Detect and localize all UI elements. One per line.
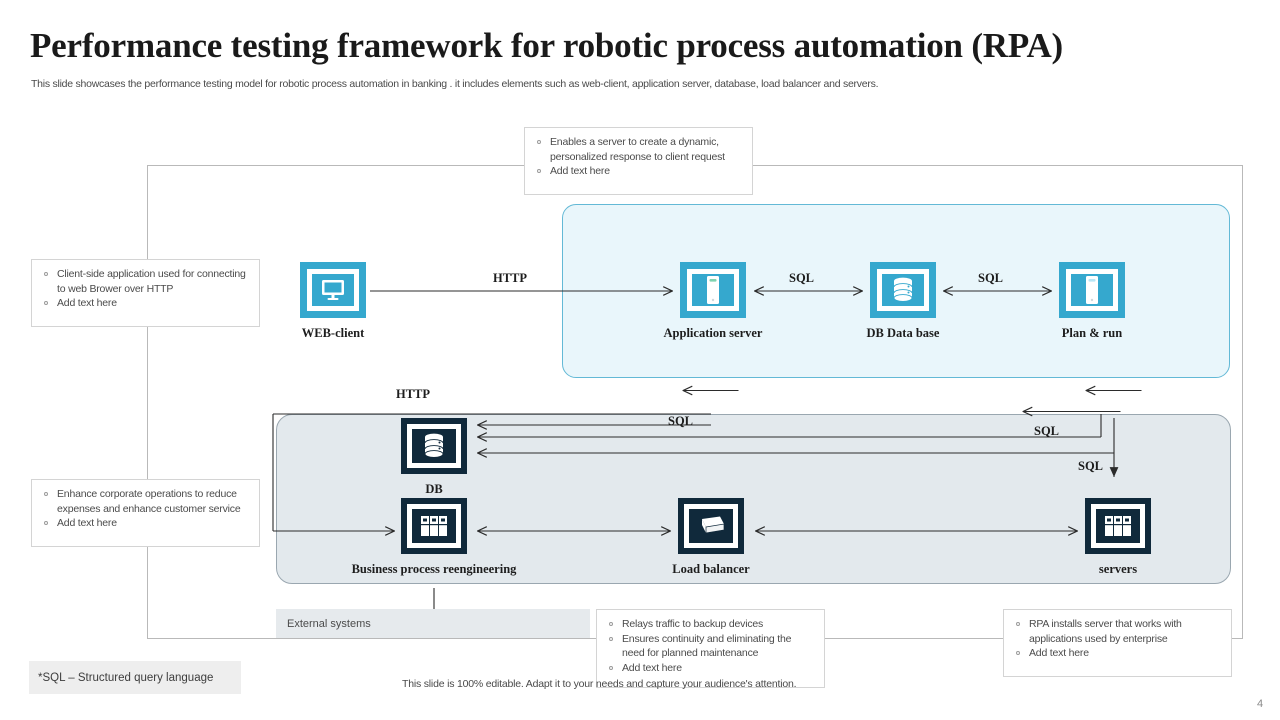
business-process-callout[interactable]: Enhance corporate operations to reduce e… xyxy=(31,479,260,547)
db-icon-box xyxy=(401,418,467,474)
database-icon xyxy=(893,277,913,302)
node-label-plan-run: Plan & run xyxy=(1061,326,1123,340)
node-label-load-balancer: Load balancer xyxy=(672,562,750,576)
plan-run-icon-box xyxy=(1059,262,1125,318)
callout-item: Relays traffic to backup devices xyxy=(605,617,814,632)
web-client-callout[interactable]: Client-side application used for connect… xyxy=(31,259,260,327)
server-tower-icon xyxy=(1086,276,1098,304)
callout-item: RPA installs server that works with appl… xyxy=(1012,617,1221,646)
load-balancer-icon xyxy=(702,516,725,534)
page-title: Performance testing framework for roboti… xyxy=(30,26,1063,65)
edge-label-http-bottom: HTTP xyxy=(396,387,431,401)
callout-item: Client-side application used for connect… xyxy=(40,267,249,296)
monitor-icon xyxy=(322,280,344,300)
db-database-icon-box xyxy=(870,262,936,318)
callout-item: Add text here xyxy=(605,661,814,676)
bpr-icon-box xyxy=(401,498,467,554)
node-label-db: DB xyxy=(425,482,443,496)
node-load-balancer[interactable]: Load balancer xyxy=(672,498,750,577)
node-db-database[interactable]: DB Data base xyxy=(867,262,939,341)
node-plan-run[interactable]: Plan & run xyxy=(1059,262,1125,341)
external-systems-label: External systems xyxy=(287,617,371,630)
node-db[interactable]: DB xyxy=(401,418,467,497)
footer-note: This slide is 100% editable. Adapt it to… xyxy=(402,678,797,690)
edge-label-sql-right: SQL xyxy=(1034,424,1060,438)
node-servers[interactable]: servers xyxy=(1085,498,1151,577)
web-client-icon-box xyxy=(300,262,366,318)
server-rack-icon xyxy=(421,516,447,536)
node-application-server[interactable]: Application server xyxy=(664,262,762,341)
node-web-client[interactable]: WEB-client xyxy=(300,262,366,341)
external-systems-strip: External systems xyxy=(276,609,590,638)
node-label-db-database: DB Data base xyxy=(866,326,940,340)
callout-item: Add text here xyxy=(40,516,249,531)
sql-footnote-label: *SQL – Structured query language xyxy=(38,671,214,684)
node-label-business-process-reengineering: Business process reengineering xyxy=(351,562,517,576)
database-icon xyxy=(424,433,444,458)
load-balancer-callout[interactable]: Relays traffic to backup devices Ensures… xyxy=(596,609,825,688)
node-business-process-reengineering[interactable]: Business process reengineering xyxy=(352,498,516,577)
edge-label-sql-down: SQL xyxy=(1078,459,1104,473)
application-server-callout[interactable]: Enables a server to create a dynamic, pe… xyxy=(524,127,753,195)
callout-item: Add text here xyxy=(533,164,742,179)
edge-label-sql-app-db: SQL xyxy=(789,271,815,285)
edge-label-sql-mid: SQL xyxy=(668,414,694,428)
rpa-callout[interactable]: RPA installs server that works with appl… xyxy=(1003,609,1232,677)
callout-item: Add text here xyxy=(1012,646,1221,661)
page-subtitle: This slide showcases the performance tes… xyxy=(31,78,879,90)
node-label-application-server: Application server xyxy=(663,326,763,340)
callout-item: Enhance corporate operations to reduce e… xyxy=(40,487,249,516)
edge-label-sql-db-plan: SQL xyxy=(978,271,1004,285)
sql-footnote: *SQL – Structured query language xyxy=(29,661,241,694)
server-rack-icon xyxy=(1105,516,1131,536)
servers-icon-box xyxy=(1085,498,1151,554)
node-label-servers: servers xyxy=(1098,562,1138,576)
edge-label-http-top: HTTP xyxy=(493,271,528,285)
load-balancer-icon-box xyxy=(678,498,744,554)
server-tower-icon xyxy=(707,276,719,304)
application-server-icon-box xyxy=(680,262,746,318)
callout-item: Add text here xyxy=(40,296,249,311)
node-label-web-client: WEB-client xyxy=(301,326,365,340)
page-number: 4 xyxy=(1257,698,1264,710)
callout-item: Ensures continuity and eliminating the n… xyxy=(605,632,814,661)
callout-item: Enables a server to create a dynamic, pe… xyxy=(533,135,742,164)
